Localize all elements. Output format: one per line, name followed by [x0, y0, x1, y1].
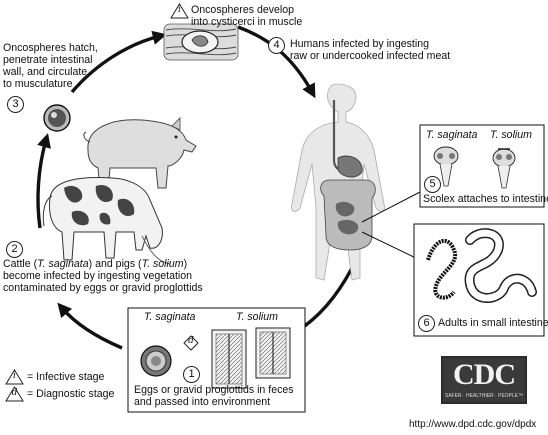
- legend-infective-icon: i: [5, 369, 24, 385]
- egg-proglottid-panel: [127, 307, 306, 413]
- legend-infective-text: = Infective stage: [27, 371, 105, 383]
- cdc-logo: [441, 356, 527, 404]
- pig-image: [83, 117, 197, 191]
- cysticercus-in-muscle-image: [163, 23, 239, 61]
- cycle-arrow-3: [36, 133, 51, 229]
- stage4-line2: raw or undercooked infected meat: [290, 50, 451, 62]
- human-figure-image: [291, 83, 385, 281]
- stage5-number: 5: [424, 176, 441, 193]
- stage3-number: 3: [7, 96, 24, 113]
- stage5-label-solium: T. solium: [490, 129, 532, 141]
- diagnostic-stage-marker: d: [183, 335, 199, 351]
- stage1-line1: Eggs or gravid proglottids in feces: [134, 384, 294, 396]
- stage4-number: 4: [268, 37, 285, 54]
- stage3-line4: to musculature: [3, 78, 73, 90]
- stage4-line1: Humans infected by ingesting: [290, 38, 429, 50]
- egg-panel-label-solium: T. solium: [236, 311, 278, 323]
- legend-diagnostic-icon: d: [5, 386, 24, 402]
- stage1-line2: and passed into environment: [134, 396, 271, 408]
- stage6-number: 6: [418, 315, 435, 332]
- scolex-saginata-image: [433, 146, 459, 187]
- stage3-line2: penetrate intestinal: [3, 54, 93, 66]
- cycle-arrow-top: [70, 30, 167, 94]
- stage2-number: 2: [6, 241, 23, 258]
- cycle-arrow-2: [57, 302, 123, 350]
- cdc-tagline: SAFER · HEALTHIER · PEOPLE™: [444, 393, 524, 399]
- stage2-line2: become infected by ingesting vegetation: [3, 270, 193, 282]
- stage5-caption: Scolex attaches to intestine: [423, 193, 548, 205]
- proglottid-solium-image: [255, 327, 291, 379]
- cow-image: [42, 177, 171, 265]
- adult-worm-short: [426, 238, 458, 300]
- scolex-panel: [419, 124, 545, 208]
- stage1-number: 1: [183, 366, 200, 383]
- scolex-solium-image: [492, 148, 516, 189]
- stage3-line3: wall, and circulate: [3, 66, 88, 78]
- infective-stage-marker-top: i: [170, 3, 189, 19]
- top-label-line1: Oncospheres develop: [191, 4, 295, 16]
- proglottid-saginata-image: [211, 329, 247, 389]
- top-label-line2: into cysticerci in muscle: [191, 16, 303, 28]
- legend-diagnostic-text: = Diagnostic stage: [27, 388, 115, 400]
- egg-image: [140, 345, 172, 377]
- pointer-line-scolex: [361, 191, 421, 223]
- stage2-line1: Cattle (T. saginata) and pigs (T. solium…: [3, 258, 188, 270]
- stage2-line3: contaminated by eggs or gravid proglotti…: [3, 282, 203, 294]
- source-url[interactable]: http://www.dpd.cdc.gov/dpdx: [409, 419, 537, 430]
- stage5-label-saginata: T. saginata: [426, 129, 478, 141]
- stage6-caption: Adults in small intestine: [438, 317, 548, 329]
- stage3-line1: Oncospheres hatch,: [3, 42, 98, 54]
- egg-panel-label-saginata: T. saginata: [144, 311, 196, 323]
- pointer-line-adults: [361, 231, 421, 261]
- cdc-logo-text: CDC: [453, 358, 516, 391]
- oncosphere-image: [43, 104, 71, 132]
- adult-worms-panel: [413, 223, 545, 337]
